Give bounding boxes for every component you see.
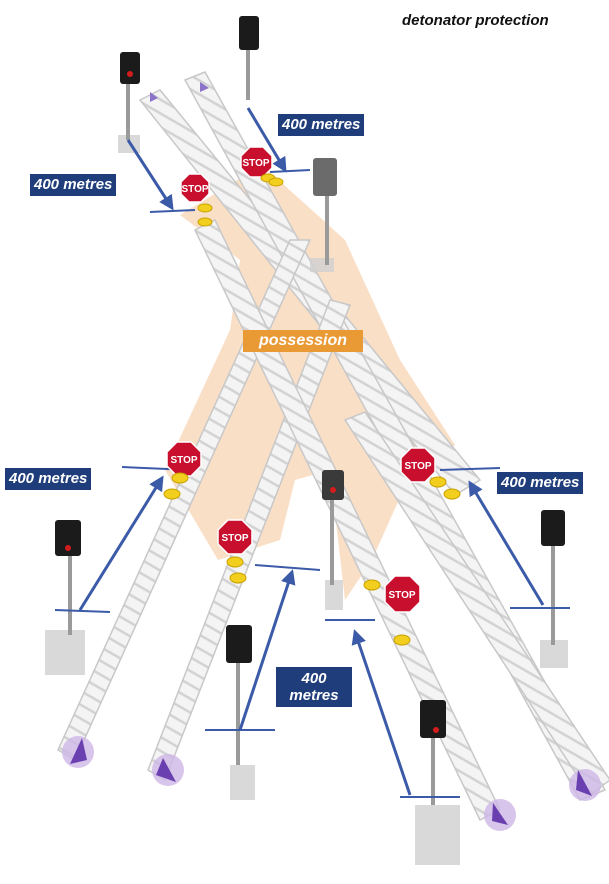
svg-text:STOP: STOP <box>170 455 197 466</box>
svg-text:STOP: STOP <box>404 461 431 472</box>
signal-icon <box>239 16 259 100</box>
svg-text:STOP: STOP <box>242 158 269 169</box>
svg-text:STOP: STOP <box>181 184 208 195</box>
svg-text:STOP: STOP <box>221 533 248 544</box>
stop-sign-icon: STOP <box>217 519 253 555</box>
distance-label-top-left: 400 metres <box>30 174 117 196</box>
signal-icon <box>120 52 140 140</box>
diagram-title: detonator protection <box>402 12 549 29</box>
direction-arrow-icon <box>152 754 184 786</box>
direction-arrow-icon <box>62 736 94 768</box>
detonator-icon <box>163 173 461 646</box>
distance-label-mid-right: 400 metres <box>497 472 584 494</box>
svg-text:STOP: STOP <box>388 590 415 601</box>
signal-icon <box>420 700 446 805</box>
direction-arrow-icon <box>150 82 209 102</box>
distance-arrows <box>78 107 545 796</box>
distance-ticks <box>54 169 570 798</box>
signal-icon <box>313 158 337 265</box>
stop-sign-icon: STOP <box>384 575 421 613</box>
signal-icon <box>226 625 252 765</box>
signal-icon <box>55 520 81 635</box>
stop-sign-icon: STOP <box>240 146 273 178</box>
distance-label-bottom-center: 400 metres <box>276 667 352 707</box>
direction-arrow-icon <box>484 799 516 831</box>
signal-icon <box>541 510 565 645</box>
signal-icon <box>322 470 344 585</box>
distance-label-mid-left: 400 metres <box>5 468 92 490</box>
stop-sign-icon: STOP <box>180 173 210 203</box>
stop-sign-icon: STOP <box>400 447 436 483</box>
direction-arrow-icon <box>569 769 601 801</box>
distance-label-top-right: 400 metres <box>278 114 365 136</box>
railway-tracks <box>57 71 609 822</box>
signal-shadows <box>45 135 568 865</box>
possession-label: possession <box>243 330 363 352</box>
stop-sign-icon: STOP <box>166 441 202 477</box>
